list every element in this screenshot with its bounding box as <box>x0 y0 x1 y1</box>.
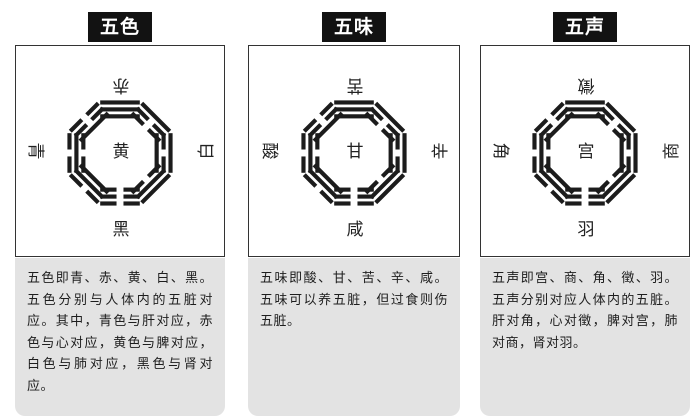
bagua-diagram: 苦 辛 咸 酸 甘 <box>248 45 460 257</box>
trigram <box>100 100 140 119</box>
trigram <box>302 101 344 143</box>
panel-description: 五味即酸、甘、苦、辛、咸。五味可以养五脏，但过食则伤五脏。 <box>248 258 460 416</box>
trigram <box>334 187 374 206</box>
trigram <box>302 163 344 205</box>
trigram <box>154 133 173 173</box>
label-top: 赤 <box>112 75 130 95</box>
label-top: 苦 <box>346 75 364 95</box>
panel-description: 五声即宫、商、角、徵、羽。五声分别对应人体内的五脏。肝对角，心对徵，脾对宫，肺对… <box>480 258 690 416</box>
label-top: 徵 <box>577 75 595 95</box>
label-right: 辛 <box>431 142 451 160</box>
label-right: 商 <box>662 142 682 160</box>
label-center: 甘 <box>346 142 364 162</box>
bagua-trigrams <box>301 100 407 206</box>
panel-description: 五色即青、赤、黄、白、黑。五色分别与人体内的五脏对应。其中，青色与肝对应，赤色与… <box>15 258 225 416</box>
trigram <box>68 163 110 205</box>
trigram <box>130 163 172 205</box>
label-left: 青 <box>25 142 45 160</box>
bagua-diagram: 徵 商 羽 角 宫 <box>480 45 690 257</box>
trigram <box>533 163 575 205</box>
label-left: 酸 <box>259 142 279 160</box>
bagua-diagram: 赤 白 黑 青 黄 <box>15 45 225 257</box>
panel-title: 五味 <box>321 12 387 42</box>
trigram <box>565 100 605 119</box>
panel-title: 五声 <box>552 12 618 42</box>
panel-title: 五色 <box>87 12 153 42</box>
trigram <box>334 100 374 119</box>
trigram <box>533 101 575 143</box>
trigram <box>68 101 110 143</box>
label-bottom: 羽 <box>577 220 595 240</box>
trigram <box>100 187 140 206</box>
label-bottom: 咸 <box>346 220 364 240</box>
bagua-trigrams <box>532 100 638 206</box>
trigram <box>364 163 406 205</box>
trigram <box>565 187 605 206</box>
bagua-trigrams <box>67 100 173 206</box>
trigram <box>388 133 407 173</box>
label-left: 角 <box>490 142 510 160</box>
label-center: 黄 <box>112 142 130 162</box>
label-bottom: 黑 <box>112 220 130 240</box>
label-center: 宫 <box>577 142 595 162</box>
trigram <box>619 133 638 173</box>
trigram <box>67 133 86 173</box>
label-right: 白 <box>197 142 217 160</box>
